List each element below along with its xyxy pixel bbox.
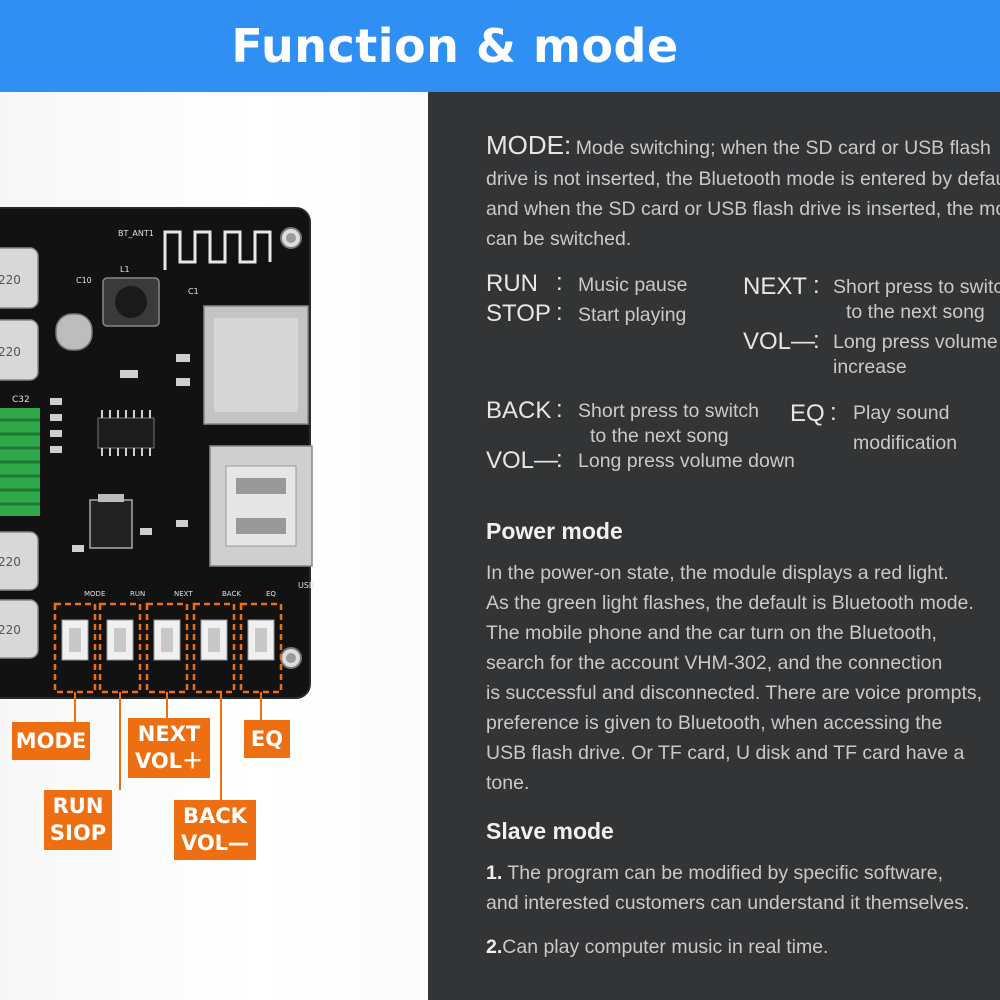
back-key: BACK [486,397,552,424]
label-eq: EQ [244,720,290,758]
mode-line-4: can be switched. [486,228,632,250]
volminus-desc: Long press volume down [578,450,795,472]
bt-ant-label: BT_ANT1 [118,229,154,238]
eq-desc-2: modification [853,432,958,454]
c1-label: C1 [188,287,199,296]
usb-label: USB [298,581,314,590]
board-tag-eq: EQ [266,590,276,598]
description-pane: MODE: Mode switching; when the SD card o… [428,92,1000,1000]
page-title: Function & mode [231,19,679,73]
slave-item-1-line-1: 1. The program can be modified by specif… [486,862,944,884]
board-tag-back: BACK [222,590,241,598]
stop-desc: Start playing [578,304,687,326]
l1-label: L1 [120,265,130,274]
header-banner: Function & mode [0,0,1000,92]
back-desc-2: to the next song [590,425,729,447]
power-line: USB flash drive. Or TF card, U disk and … [486,742,965,764]
board-tag-next: NEXT [174,590,193,598]
power-line: The mobile phone and the car turn on the… [486,622,937,644]
stop-key: STOP [486,300,551,327]
run-key: RUN [486,270,538,297]
slave-item-1-line-2: and interested customers can understand … [486,892,970,914]
c32-label: C32 [12,395,30,405]
back-desc-1: Short press to switch [578,400,759,422]
power-line: search for the account VHM-302, and the … [486,652,943,674]
volplus-desc-1: Long press volume [833,331,998,353]
power-line: As the green light flashes, the default … [486,592,974,614]
slave-item-2: 2.Can play computer music in real time. [486,936,829,958]
capacitor-label: 220 [0,273,21,287]
power-line: is successful and disconnected. There ar… [486,682,983,704]
next-desc-1: Short press to switch [833,276,1000,298]
capacitor-label: 220 [0,345,21,359]
next-key: NEXT [743,273,808,300]
volplus-key: VOL— [743,328,816,355]
mode-keyword: MODE: [486,130,572,160]
power-line: preference is given to Bluetooth, when a… [486,712,943,734]
label-mode: MODE [12,722,90,760]
mode-line-3: and when the SD card or USB flash drive … [486,198,1000,220]
volplus-desc-2: increase [833,356,907,378]
c10-label: C10 [76,276,92,285]
run-desc: Music pause [578,274,688,296]
eq-desc-1: Play sound [853,402,950,424]
circuit-board-illustration: BT_ANT1 220 220 220 220 C32 L1 C10 C1 [0,207,314,800]
slave-mode-heading: Slave mode [486,818,614,844]
capacitor-label: 220 [0,555,21,569]
capacitor-label: 220 [0,623,21,637]
volminus-key: VOL— [486,447,559,474]
board-tag-run: RUN [130,590,145,598]
next-desc-2: to the next song [846,301,985,323]
power-line: tone. [486,772,530,794]
mode-line-1: MODE: Mode switching; when the SD card o… [486,130,991,160]
mode-line-2: drive is not inserted, the Bluetooth mod… [486,168,1000,190]
board-tag-mode: MODE [84,590,105,598]
power-line: In the power-on state, the module displa… [486,562,949,584]
power-mode-heading: Power mode [486,518,623,544]
product-image-pane: BT_ANT1 220 220 220 220 C32 L1 C10 C1 [0,92,428,1000]
eq-key: EQ [790,400,825,427]
